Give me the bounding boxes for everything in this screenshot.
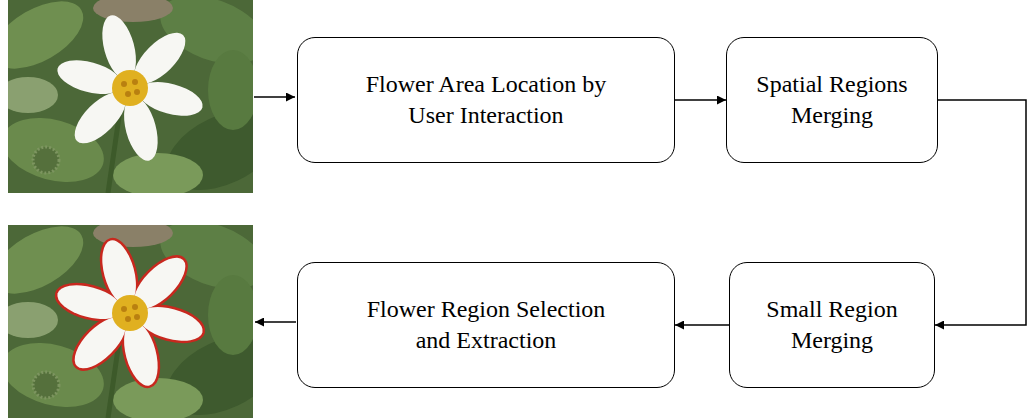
flow-arrow — [675, 99, 726, 101]
box-label: Small Region Merging — [747, 294, 917, 356]
box-label: Flower Region Selection and Extraction — [352, 294, 620, 356]
flow-arrow — [935, 100, 1026, 325]
flower-result-photo — [0, 208, 292, 418]
box-label: Flower Area Location by User Interaction — [352, 69, 620, 131]
process-box: Flower Area Location by User Interaction — [297, 37, 675, 163]
box-label: Spatial Regions Merging — [742, 69, 922, 131]
input-arrow — [254, 96, 295, 98]
process-box: Spatial Regions Merging — [726, 37, 938, 163]
process-box: Flower Region Selection and Extraction — [297, 262, 675, 388]
flow-arrow — [675, 324, 729, 326]
flower-photo — [0, 0, 292, 206]
output-arrow — [255, 321, 296, 323]
process-box: Small Region Merging — [729, 262, 935, 388]
